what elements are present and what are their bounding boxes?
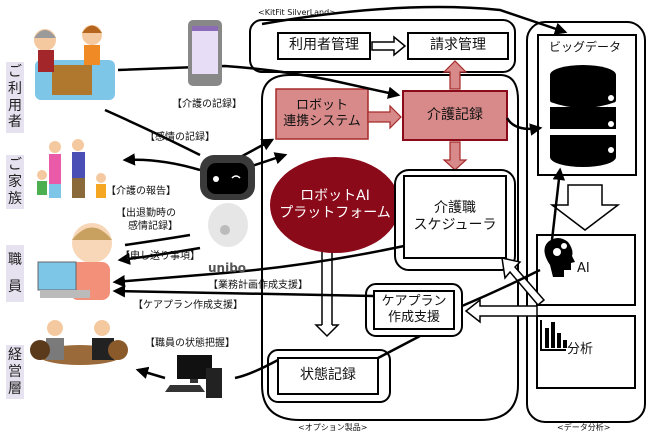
- red-arrow-care-to-scheduler: [442, 141, 468, 171]
- flow-label-careplan-support: 【ケアプラン作成支援】: [133, 300, 243, 311]
- desktop-computer-icon: [165, 355, 222, 398]
- status-record-box: [277, 357, 379, 395]
- robot-link-system-label: ロボット 連携システム: [276, 89, 368, 139]
- scheduler-line2: スケジューラ: [413, 217, 497, 233]
- status-record-label: 状態記録: [300, 367, 356, 384]
- smartphone-icon: [188, 20, 222, 86]
- flow-label-care-report: 【介護の報告】: [106, 186, 176, 197]
- robot-link-line2: 連携システム: [283, 114, 361, 129]
- robot-icon: [200, 155, 255, 247]
- flow-label-work-plan: 【業務計画作成支援】: [208, 280, 308, 291]
- data-analysis-group: [526, 21, 646, 423]
- flow-label-care-record: 【介護の記録】: [172, 99, 242, 110]
- data-inner-frame: [537, 34, 637, 176]
- options-group-label: <オプション製品>: [298, 423, 368, 432]
- line-care-to-bigdata: [505, 117, 543, 136]
- actor-label-staff: 職員: [6, 245, 24, 303]
- platform-line1: ロボットAI: [300, 187, 370, 204]
- staff-illustration: [37, 223, 112, 300]
- management-illustration: [30, 320, 128, 365]
- line-staff-to-robot: [124, 233, 191, 247]
- data-analysis-group-label: <データ分析>: [557, 423, 611, 432]
- kitfit-group: [249, 19, 516, 73]
- line-phone-to-robot-link: [117, 64, 401, 99]
- line-pc-to-mgmt: [135, 366, 166, 380]
- scheduler-line1: 介護職: [434, 199, 476, 216]
- care-record-label: 介護記録: [427, 106, 483, 123]
- line-ai-to-bigdata: [550, 167, 566, 241]
- user-illustration: [34, 25, 115, 100]
- kitfit-group-label: <KitFit SilverLand>: [258, 8, 336, 17]
- hollow-arrow-ai-to-scheduler: [501, 257, 546, 307]
- careplan-box: [373, 290, 455, 330]
- red-arrow-care-to-billing: [442, 60, 468, 90]
- flow-label-handover: 【申し送り事項】: [120, 251, 200, 262]
- flow-label-attendance-line1: 【出退勤時の: [116, 208, 176, 219]
- flow-label-staff-status: 【職員の状態把握】: [145, 338, 235, 349]
- robot-name-label: unibo: [208, 261, 247, 275]
- line-status-to-careplan: [377, 334, 421, 360]
- options-group: [261, 74, 519, 421]
- ai-head-gears-icon: [544, 238, 575, 277]
- user-mgmt-box: [277, 32, 371, 60]
- robot-link-line1: ロボット: [295, 97, 348, 113]
- flow-label-attendance-line2: 感情記録】: [128, 221, 178, 232]
- hollow-arrow-user-to-billing: [371, 35, 407, 57]
- line-status-to-mgmt: [234, 358, 279, 380]
- down-hollow-arrow: [314, 324, 340, 338]
- hollow-arrow-analysis-to-careplan: [464, 298, 538, 324]
- platform-line2: プラットフォーム: [279, 205, 391, 221]
- red-arrow-robot-to-care: [367, 104, 402, 130]
- ai-label: AI: [577, 261, 590, 276]
- scheduler-label: 介護職 スケジューラ: [404, 176, 506, 258]
- analysis-label: 分析: [567, 342, 594, 357]
- actor-label-management: 経営層: [6, 345, 24, 400]
- line-kitfit-to-bigdata: [261, 5, 568, 35]
- line-careplan-support: [112, 284, 375, 298]
- careplan-label: ケアプラン 作成支援: [374, 291, 454, 329]
- scheduler-box: [403, 175, 507, 259]
- database-icon: [549, 65, 617, 167]
- line-careplan-to-ai: [461, 268, 541, 308]
- line-user-emotion: [104, 108, 201, 157]
- platform-label: ロボットAI プラットフォーム: [278, 180, 392, 230]
- actor-label-user: ご利用者: [6, 62, 24, 134]
- billing-label: 請求管理: [430, 37, 486, 54]
- actor-label-family: ご家族: [6, 155, 24, 210]
- user-mgmt-label: 利用者管理: [289, 37, 359, 54]
- line-robot-to-family: [122, 153, 201, 172]
- robot-ai-platform: [270, 157, 400, 253]
- bar-chart-icon: [540, 320, 567, 351]
- line-robot-to-staff-handover: [117, 246, 201, 265]
- family-illustration: [37, 139, 106, 198]
- care-record-box: [402, 90, 508, 141]
- line-work-plan: [112, 244, 405, 288]
- big-data-label: ビッグデータ: [549, 40, 622, 54]
- flow-label-emotion-record: 【感情の記録】: [145, 132, 215, 143]
- billing-box: [407, 32, 509, 60]
- careplan-line1: ケアプラン: [381, 293, 447, 309]
- careplan-line2: 作成支援: [387, 310, 440, 325]
- hollow-arrow-bigdata-to-ai: [549, 184, 621, 231]
